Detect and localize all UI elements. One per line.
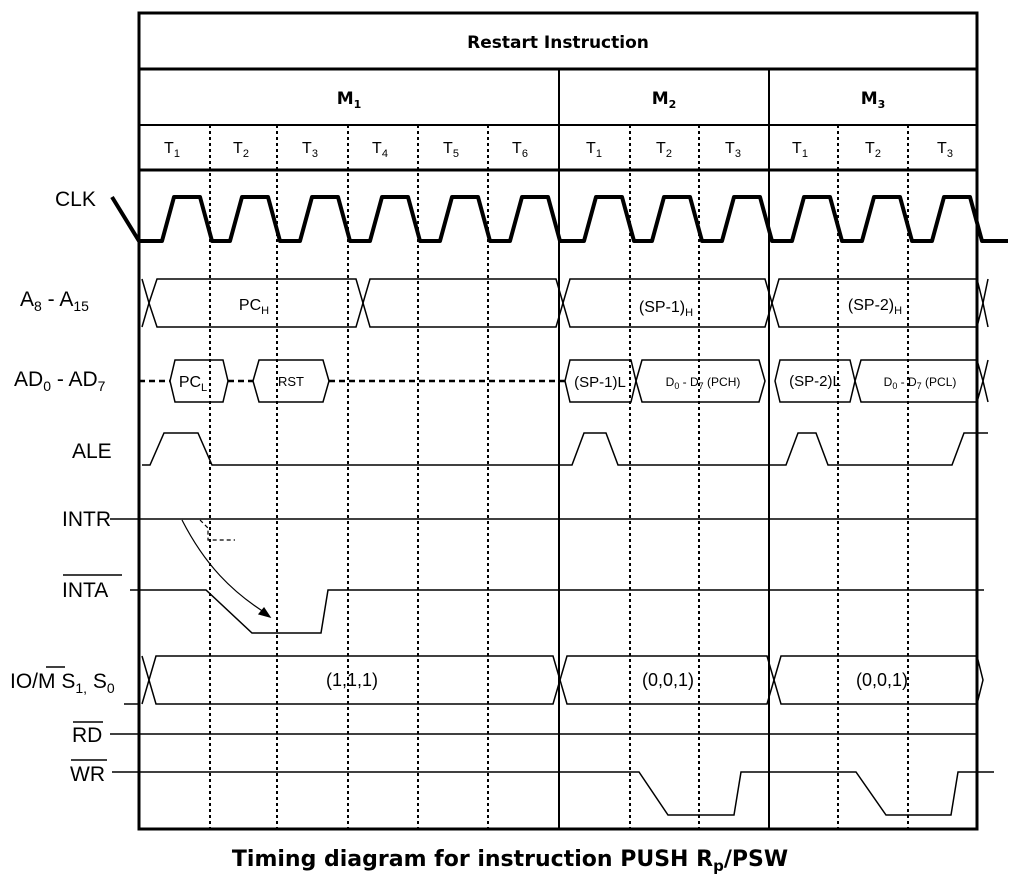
t-state-label: T4 (372, 140, 388, 160)
t-state-label: T1 (164, 140, 180, 160)
table-frame (137, 11, 979, 831)
diagram-caption: Timing diagram for instruction PUSH Rp/P… (232, 847, 788, 875)
signal-labels: CLK A8 - A15 AD0 - AD7 ALE INTR INTA IO/… (10, 188, 122, 786)
ad-sp1-value: (SP-1)L (574, 374, 626, 391)
addr-m2-value: (SP-1)H (639, 299, 693, 319)
ale-waveform (142, 432, 988, 466)
addr-high-bus (141, 278, 989, 328)
t-state-label: T3 (937, 140, 953, 160)
t-state-label: T3 (302, 140, 318, 160)
t-state-label: T1 (586, 140, 602, 160)
addr-high-label: A8 - A15 (20, 288, 89, 314)
status-m3-value: (0,0,1) (856, 670, 908, 690)
addr-data-bus (139, 359, 989, 403)
addr-m3-value: (SP-2)H (848, 297, 902, 317)
inta-waveform (130, 589, 984, 634)
ad-data-m2-value: D0 - D7 (PCH) (666, 375, 741, 391)
ad-pcl-value: PCL (179, 374, 207, 394)
ad-data-m3-value: D0 - D7 (PCL) (884, 375, 957, 391)
inta-label: INTA (62, 579, 108, 602)
rd-label: RD (72, 724, 102, 747)
wr-label: WR (70, 763, 105, 786)
t-state-label: T2 (656, 140, 672, 160)
addr-m1-value: PCH (239, 297, 269, 317)
t-state-label: T3 (725, 140, 741, 160)
ale-label: ALE (72, 440, 112, 463)
status-label: IO/M S1, S0 (10, 670, 115, 696)
wr-waveform (112, 771, 994, 816)
diagram-title: Restart Instruction (467, 33, 649, 53)
addr-data-label: AD0 - AD7 (14, 368, 106, 394)
ad-rst-value: RST (278, 374, 304, 389)
t-state-labels: T1 T2 T3 T4 T5 T6 T1 T2 T3 T1 T2 T3 (164, 140, 953, 160)
clk-waveform (110, 195, 1008, 243)
status-bus (124, 655, 984, 705)
t-state-label: T6 (512, 140, 528, 160)
t-state-label: T1 (792, 140, 808, 160)
t-state-label: T2 (865, 140, 881, 160)
t-state-label: T5 (443, 140, 459, 160)
t-state-label: T2 (233, 140, 249, 160)
ad-sp2-value: (SP-2)L (789, 373, 841, 390)
machine-cycle-m3: M3 (861, 89, 886, 111)
status-m1-value: (1,1,1) (326, 670, 378, 690)
status-m2-value: (0,0,1) (642, 670, 694, 690)
machine-cycle-m2: M2 (652, 89, 677, 111)
machine-cycle-m1: M1 (337, 89, 362, 111)
intr-inta-arrow (181, 519, 272, 619)
intr-label: INTR (62, 508, 111, 531)
clk-label: CLK (55, 188, 96, 211)
